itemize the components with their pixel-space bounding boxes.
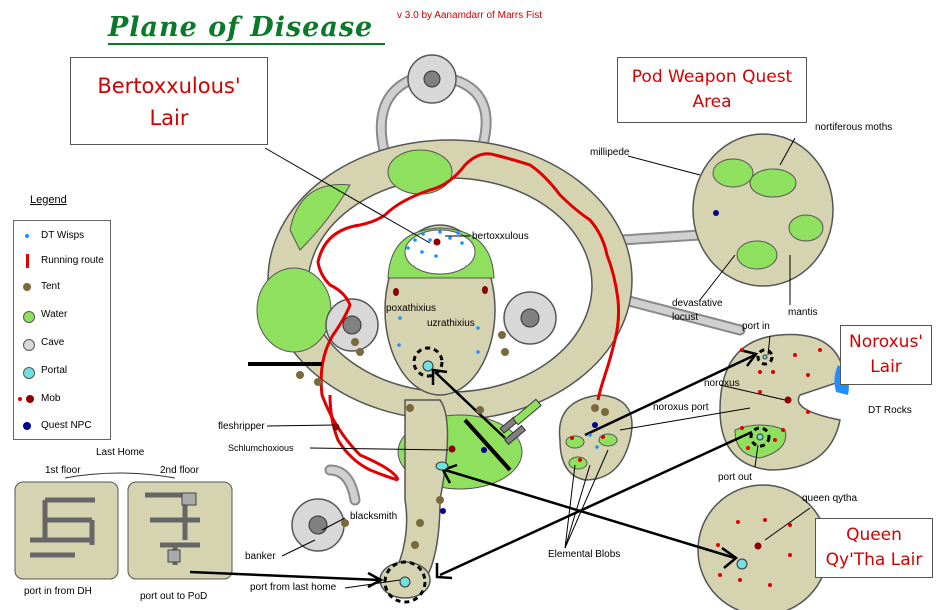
water-icon bbox=[23, 311, 35, 323]
label-port-in-from-dh: port in from DH bbox=[24, 586, 92, 597]
portal-arrows bbox=[189, 348, 759, 589]
mobs bbox=[332, 238, 792, 550]
noroxus-lair-area bbox=[719, 333, 846, 471]
map-version: v 3.0 by Aanamdarr of Marrs Fist bbox=[397, 10, 543, 21]
bertoxxulous-lair-box: Bertoxxulous' Lair bbox=[70, 57, 268, 145]
label-noroxus-port: noroxus port bbox=[653, 402, 709, 413]
structures bbox=[499, 398, 542, 446]
tents bbox=[296, 331, 609, 549]
noroxus-lair-title-2: Lair bbox=[870, 357, 902, 377]
label-queen-qytha: queen qytha bbox=[802, 493, 858, 504]
label-schlumchoxious: Schlumchoxious bbox=[228, 443, 294, 453]
quest-npcs bbox=[440, 210, 719, 514]
cave-icon bbox=[23, 339, 35, 351]
label-port-out-to-pod: port out to PoD bbox=[140, 591, 208, 602]
label-millipede: millipede bbox=[590, 147, 630, 158]
label-elemental-blobs: Elemental Blobs bbox=[548, 549, 621, 560]
wisp-icon bbox=[25, 234, 29, 238]
quest-npc-icon bbox=[23, 422, 31, 430]
label-second-floor: 2nd floor bbox=[160, 465, 199, 476]
tent-icon bbox=[23, 283, 31, 291]
map-title: Plane of Disease bbox=[108, 12, 374, 43]
label-bertoxxulous: bertoxxulous bbox=[472, 231, 529, 242]
noroxus-lair-box: Noroxus' Lair bbox=[840, 325, 932, 385]
queen-qytha-lair-title-1: Queen bbox=[846, 525, 902, 545]
label-mantis: mantis bbox=[788, 307, 818, 318]
running-route bbox=[316, 152, 621, 481]
noroxus-lair-title-1: Noroxus' bbox=[849, 332, 923, 352]
mob-dot-icon bbox=[18, 397, 22, 401]
queen-qytha-lair-box: Queen Qy'Tha Lair bbox=[815, 518, 933, 578]
label-banker: banker bbox=[245, 551, 276, 562]
label-first-floor: 1st floor bbox=[45, 465, 81, 476]
label-poxathixius: poxathixius bbox=[386, 303, 437, 314]
pod-weapon-quest-title-1: Pod Weapon Quest bbox=[631, 67, 793, 87]
portals bbox=[399, 354, 768, 588]
portal-rings bbox=[383, 346, 774, 604]
label-locust: locust bbox=[672, 312, 699, 323]
pointer-lines bbox=[264, 137, 811, 589]
label-blacksmith: blacksmith bbox=[350, 511, 398, 522]
legend-title: Legend bbox=[30, 194, 67, 206]
label-port-from-last-home: port from last home bbox=[250, 582, 337, 593]
bertoxxulous-lair-title-2: Lair bbox=[149, 106, 189, 130]
label-port-in: port in bbox=[742, 321, 770, 332]
label-last-home: Last Home bbox=[96, 447, 145, 458]
title-underline bbox=[108, 43, 385, 45]
label-uzrathixius: uzrathixius bbox=[427, 318, 475, 329]
label-devastative: devastative bbox=[672, 298, 723, 309]
last-home-maps bbox=[14, 472, 233, 580]
label-port-out: port out bbox=[718, 472, 752, 483]
mob-icon bbox=[26, 395, 34, 403]
dt-wisps bbox=[397, 230, 599, 449]
portal-icon bbox=[23, 367, 35, 379]
route-icon bbox=[26, 254, 29, 268]
label-noroxus: noroxus bbox=[704, 378, 740, 389]
legend: DT Wisps Running route Tent Water Cave P… bbox=[13, 220, 111, 440]
label-nortiferous-moths: nortiferous moths bbox=[815, 122, 893, 133]
barriers bbox=[248, 362, 512, 472]
queen-qytha-lair-title-2: Qy'Tha Lair bbox=[825, 550, 923, 570]
pod-weapon-quest-box: Pod Weapon Quest Area bbox=[617, 57, 807, 123]
label-fleshripper: fleshripper bbox=[218, 421, 265, 432]
pod-weapon-quest-title-2: Area bbox=[692, 92, 732, 112]
bertoxxulous-lair-title-1: Bertoxxulous' bbox=[97, 74, 241, 98]
mob-dots bbox=[570, 348, 822, 587]
side-caves bbox=[291, 291, 557, 552]
label-dt-rocks: DT Rocks bbox=[868, 405, 912, 416]
